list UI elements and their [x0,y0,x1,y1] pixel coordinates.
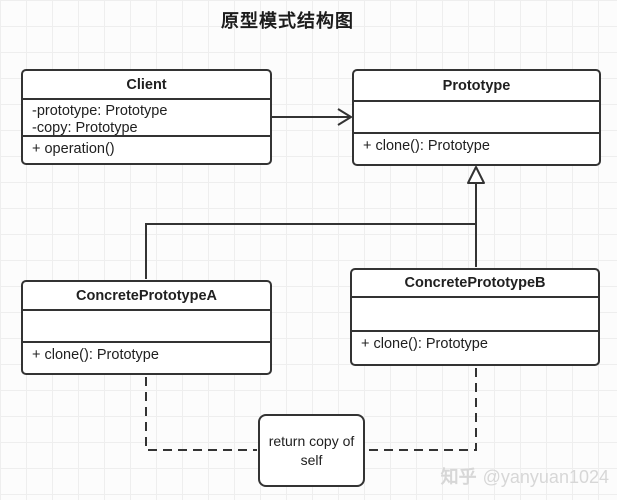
zhihu-brand-text: 知乎 [440,467,477,487]
class-title: ConcretePrototypeB [352,270,598,298]
class-methods: + operation() [23,137,270,163]
attribute-line: -copy: Prototype [32,120,138,136]
class-title: ConcretePrototypeA [23,282,270,311]
class-title: Client [23,71,270,100]
open-arrowhead-icon [337,108,353,126]
class-box-prototype: Prototype + clone(): Prototype [352,69,601,166]
class-box-concrete-prototype-b: ConcretePrototypeB + clone(): Prototype [350,268,600,366]
attribute-line: -prototype: Prototype [32,103,168,119]
diagram-title: 原型模式结构图 [221,11,354,31]
class-methods: + clone(): Prototype [354,134,599,164]
method-line: + clone(): Prototype [363,138,490,154]
class-attributes [352,298,598,332]
method-line: + operation() [32,141,115,157]
method-line: + clone(): Prototype [32,347,159,363]
class-methods: + clone(): Prototype [352,332,598,364]
class-title: Prototype [354,71,599,102]
watermark: 知乎@yanyuan1024 [441,463,609,489]
dashed-link-concrete-a-note [145,377,257,451]
note-return-copy-of-self: return copy of self [258,414,365,487]
method-line: + clone(): Prototype [361,336,488,352]
class-attributes [354,102,599,134]
generalization-line [145,184,477,279]
hollow-triangle-arrowhead-icon [467,166,485,184]
class-box-client: Client -prototype: Prototype -copy: Prot… [21,69,272,165]
watermark-handle: @yanyuan1024 [482,467,609,487]
class-box-concrete-prototype-a: ConcretePrototypeA + clone(): Prototype [21,280,272,375]
class-attributes: -prototype: Prototype -copy: Prototype [23,100,270,137]
class-attributes [23,311,270,343]
dashed-link-concrete-b-note [366,368,477,451]
note-text: return copy of self [268,432,355,468]
class-methods: + clone(): Prototype [23,343,270,373]
